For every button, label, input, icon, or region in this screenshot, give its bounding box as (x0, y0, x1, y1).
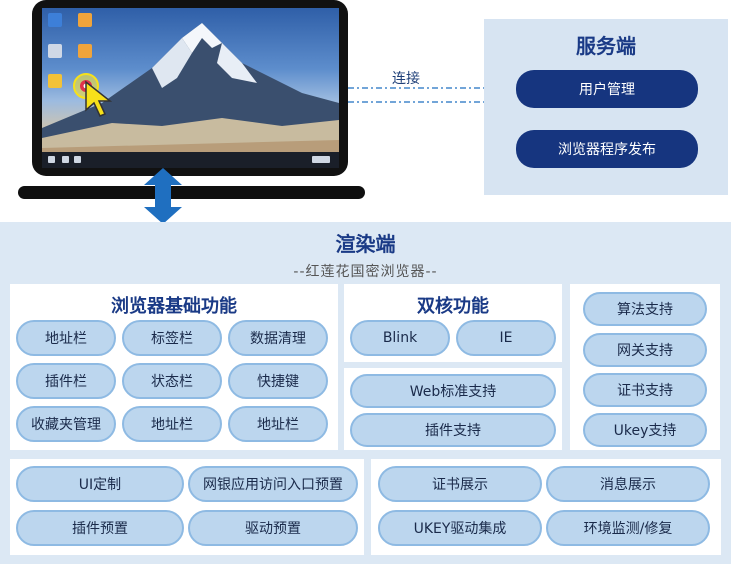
render-title: 渲染端 (335, 232, 396, 256)
computer-desktop-icon[interactable] (48, 13, 62, 27)
cert-item[interactable]: 消息展示 (546, 466, 710, 502)
cert-item[interactable]: 证书展示 (378, 466, 542, 502)
web-standard-item[interactable]: Web标准支持 (350, 374, 556, 408)
browser-release-button[interactable]: 浏览器程序发布 (516, 130, 698, 168)
bidirectional-arrow-icon (144, 168, 182, 224)
connector-label: 连接 (392, 71, 420, 87)
render-subtitle: --红莲花国密浏览器-- (293, 264, 438, 280)
custom-item[interactable]: 插件预置 (16, 510, 184, 546)
connector-lines (348, 87, 484, 103)
file-desktop-icon[interactable] (78, 13, 92, 27)
blink-item[interactable]: Blink (350, 320, 450, 356)
basic-item[interactable]: 插件栏 (16, 363, 116, 399)
cert-item[interactable]: 环境监测/修复 (546, 510, 710, 546)
crypto-item[interactable]: 算法支持 (583, 292, 707, 326)
custom-item[interactable]: UI定制 (16, 466, 184, 502)
crypto-item[interactable]: Ukey支持 (583, 413, 707, 447)
taskbar (42, 152, 339, 168)
file-desktop-icon[interactable] (78, 44, 92, 58)
taskbar-app-icon[interactable] (62, 156, 69, 163)
basic-item[interactable]: 收藏夹管理 (16, 406, 116, 442)
basic-functions-title: 浏览器基础功能 (111, 296, 237, 317)
taskbar-app-icon[interactable] (74, 156, 81, 163)
recycle-bin-icon[interactable] (48, 44, 62, 58)
plugin-support-item[interactable]: 插件支持 (350, 413, 556, 447)
folder-desktop-icon[interactable] (48, 74, 62, 88)
custom-item[interactable]: 驱动预置 (188, 510, 358, 546)
clock-icon (312, 156, 330, 163)
basic-item[interactable]: 地址栏 (228, 406, 328, 442)
basic-item[interactable]: 数据清理 (228, 320, 328, 356)
custom-item[interactable]: 网银应用访问入口预置 (188, 466, 358, 502)
basic-item[interactable]: 地址栏 (122, 406, 222, 442)
dual-core-title: 双核功能 (417, 296, 489, 317)
crypto-item[interactable]: 网关支持 (583, 333, 707, 367)
cert-item[interactable]: UKEY驱动集成 (378, 510, 542, 546)
basic-item[interactable]: 标签栏 (122, 320, 222, 356)
server-title: 服务端 (576, 34, 636, 58)
basic-item[interactable]: 快捷键 (228, 363, 328, 399)
crypto-item[interactable]: 证书支持 (583, 373, 707, 407)
mouse-cursor-icon (85, 80, 113, 117)
basic-item[interactable]: 地址栏 (16, 320, 116, 356)
ie-item[interactable]: IE (456, 320, 556, 356)
user-management-button[interactable]: 用户管理 (516, 70, 698, 108)
basic-item[interactable]: 状态栏 (122, 363, 222, 399)
start-icon[interactable] (48, 156, 55, 163)
laptop-base (18, 186, 365, 199)
